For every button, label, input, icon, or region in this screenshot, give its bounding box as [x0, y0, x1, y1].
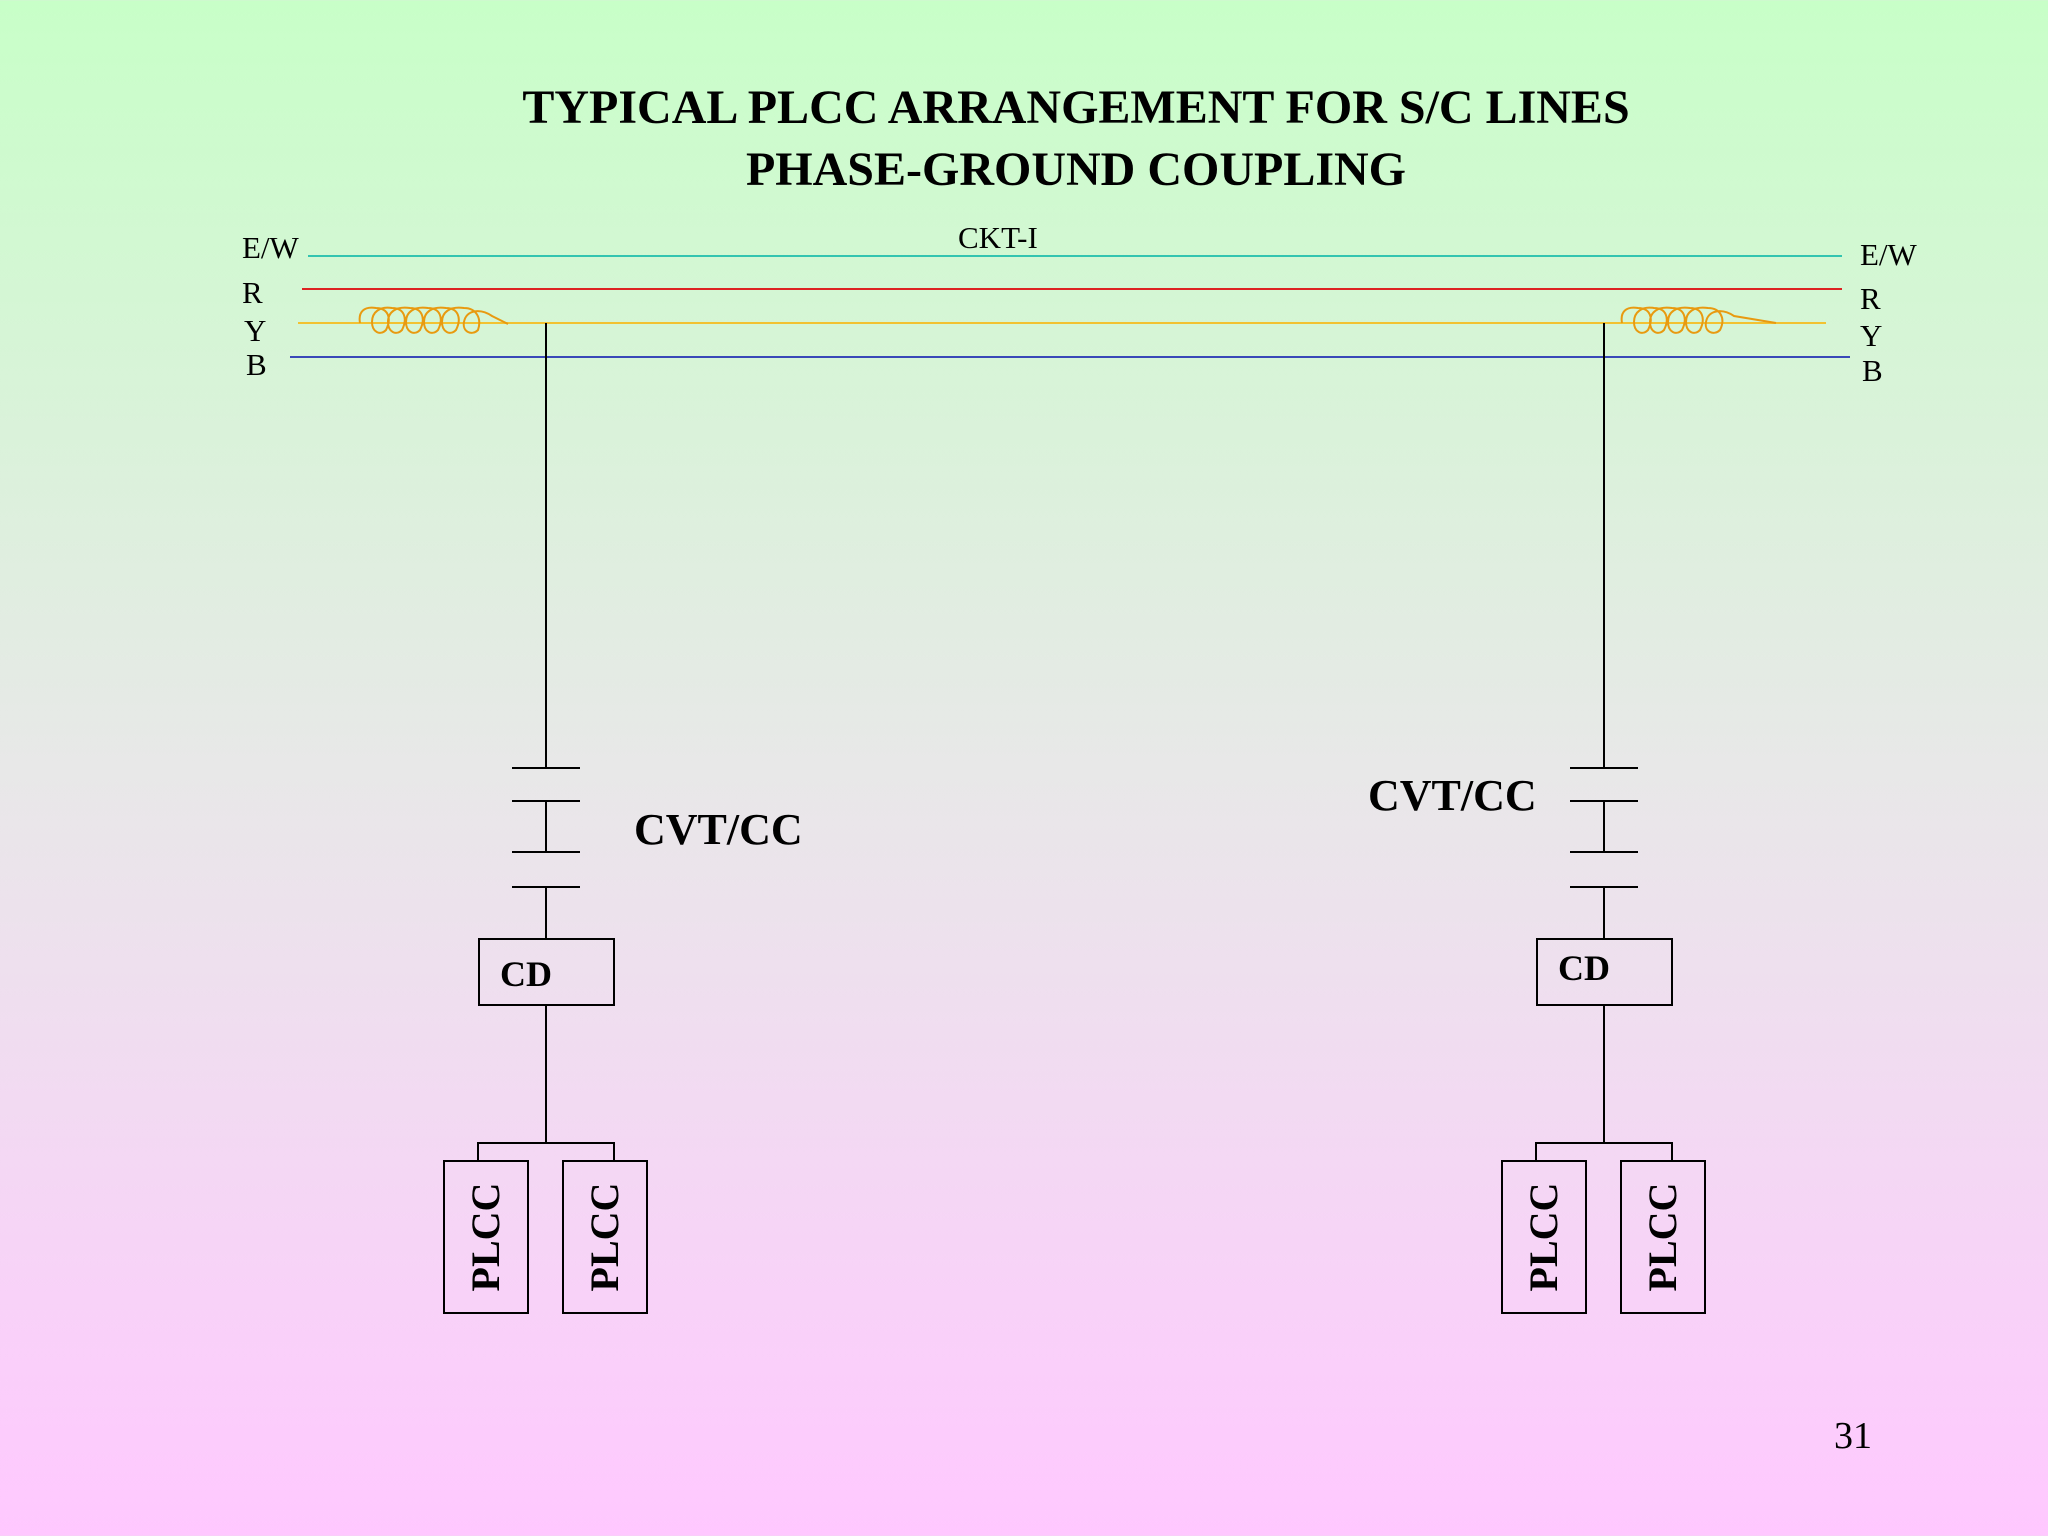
circuit-label: CKT-I [958, 220, 1038, 255]
right-y-label: Y [1860, 318, 1883, 353]
right-r-label: R [1860, 281, 1881, 316]
right-plcc-box-1: PLCC [1501, 1160, 1587, 1314]
left-plcc-split [477, 1142, 615, 1160]
left-ew-label: E/W [242, 230, 299, 265]
diagram-title: TYPICAL PLCC ARRANGEMENT FOR S/C LINES [522, 81, 1630, 134]
right-plcc-split [1535, 1142, 1673, 1160]
plcc-label: PLCC [463, 1182, 508, 1292]
left-plcc-box-2: PLCC [562, 1160, 648, 1314]
left-cd-label: CD [500, 954, 552, 994]
plcc-label: PLCC [1521, 1182, 1566, 1292]
right-plcc-box-2: PLCC [1620, 1160, 1706, 1314]
right-cvt-label: CVT/CC [1368, 771, 1537, 820]
plcc-label: PLCC [582, 1182, 627, 1292]
right-coupling-device-box: CD [1536, 938, 1673, 1006]
plcc-label: PLCC [1640, 1182, 1685, 1292]
left-cvt-label: CVT/CC [634, 805, 803, 854]
left-b-label: B [246, 347, 267, 382]
right-b-label: B [1862, 353, 1883, 388]
page-number: 31 [1834, 1415, 1872, 1457]
left-wave-trap-icon [358, 306, 509, 334]
right-ew-label: E/W [1860, 237, 1917, 272]
right-wave-trap-icon [1620, 306, 1777, 334]
diagram-subtitle: PHASE-GROUND COUPLING [745, 143, 1407, 196]
left-coupling-device-box: CD [478, 938, 615, 1006]
right-cd-label: CD [1558, 948, 1610, 988]
left-plcc-box-1: PLCC [443, 1160, 529, 1314]
left-y-label: Y [244, 313, 267, 348]
left-r-label: R [242, 275, 263, 310]
